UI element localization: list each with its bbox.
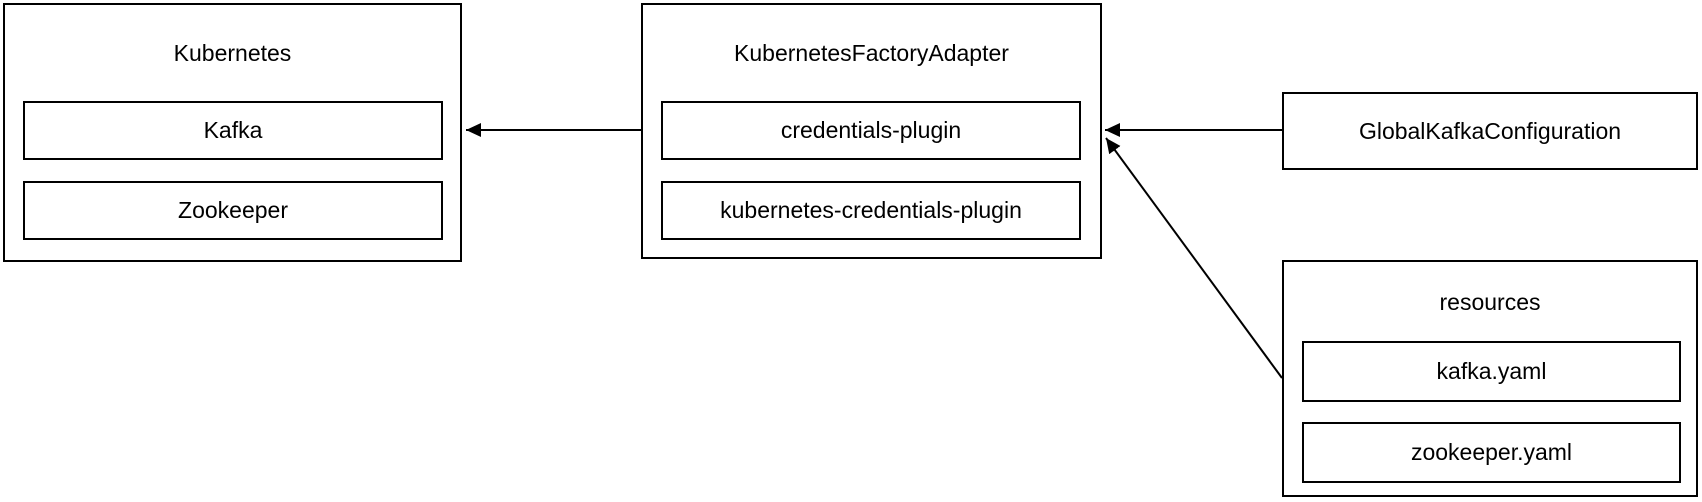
kafka-yaml-box: kafka.yaml: [1302, 341, 1681, 402]
kubernetes-box: Kubernetes Kafka Zookeeper: [3, 3, 462, 262]
global-kafka-configuration-label: GlobalKafkaConfiguration: [1358, 117, 1622, 144]
kafka-box: Kafka: [23, 101, 443, 160]
global-kafka-configuration-box: GlobalKafkaConfiguration: [1282, 92, 1698, 170]
credentials-plugin-label: credentials-plugin: [780, 117, 962, 143]
kubernetes-factory-adapter-title: KubernetesFactoryAdapter: [734, 39, 1009, 66]
resources-box: resources kafka.yaml zookeeper.yaml: [1282, 260, 1698, 497]
arrow-resources-to-adapter: [1105, 137, 1283, 379]
kafka-label: Kafka: [203, 117, 263, 143]
kubernetes-box-title: Kubernetes: [173, 39, 292, 66]
zookeeper-box: Zookeeper: [23, 181, 443, 240]
kubernetes-credentials-plugin-label: kubernetes-credentials-plugin: [720, 197, 1022, 223]
kubernetes-factory-adapter-box: KubernetesFactoryAdapter credentials-plu…: [641, 3, 1102, 259]
credentials-plugin-box: credentials-plugin: [661, 101, 1081, 160]
kubernetes-credentials-plugin-box: kubernetes-credentials-plugin: [661, 181, 1081, 240]
resources-box-title: resources: [1439, 288, 1541, 315]
zookeeper-yaml-box: zookeeper.yaml: [1302, 422, 1681, 483]
zookeeper-label: Zookeeper: [178, 197, 288, 223]
kafka-yaml-label: kafka.yaml: [1436, 358, 1547, 384]
zookeeper-yaml-label: zookeeper.yaml: [1410, 439, 1573, 465]
